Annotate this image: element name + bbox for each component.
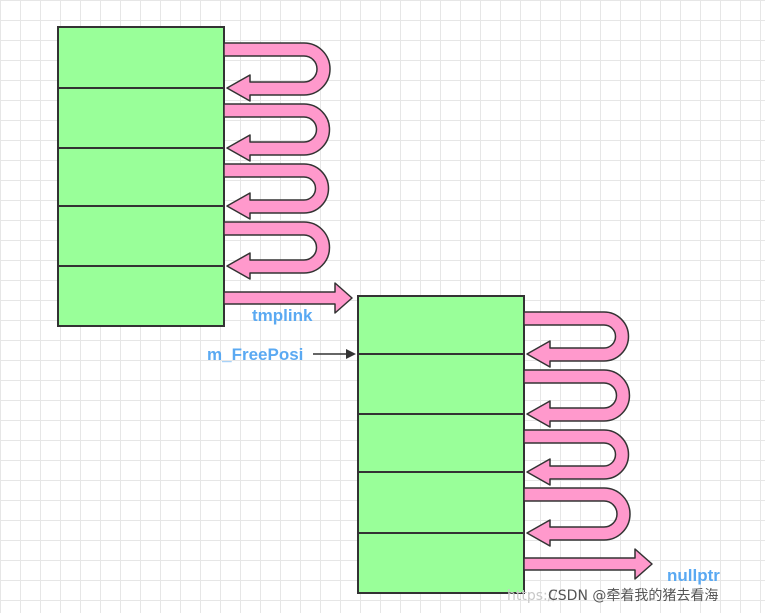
next-link-arrow bbox=[523, 429, 630, 486]
next-link-arrow bbox=[223, 42, 331, 102]
tmplink-label: tmplink bbox=[252, 306, 313, 325]
csdn-watermark: CSDN @牵着我的猪去看海 bbox=[548, 588, 718, 604]
memory-cell bbox=[357, 353, 525, 415]
memory-block-1 bbox=[57, 26, 353, 327]
memory-cell bbox=[57, 147, 225, 207]
memory-cell bbox=[357, 532, 525, 594]
memory-cell bbox=[357, 471, 525, 534]
memory-cell bbox=[57, 265, 225, 327]
nullptr-label: nullptr bbox=[667, 566, 720, 585]
next-link-arrow bbox=[523, 487, 631, 547]
free-pos-label: m_FreePosi bbox=[207, 345, 303, 364]
next-link-arrow bbox=[223, 221, 331, 280]
next-link-arrow bbox=[223, 163, 330, 220]
next-link-arrow bbox=[223, 103, 331, 162]
tmplink-arrow bbox=[223, 282, 353, 314]
next-link-arrow bbox=[523, 311, 630, 368]
memory-cell bbox=[57, 205, 225, 267]
memory-block-2 bbox=[357, 295, 653, 594]
nullptr-arrow bbox=[523, 548, 653, 580]
free-pos-pointer-arrow bbox=[313, 349, 356, 359]
next-link-arrow bbox=[523, 369, 631, 428]
memory-cell bbox=[57, 87, 225, 149]
watermark-prefix: https:// bbox=[507, 588, 557, 604]
memory-cell bbox=[57, 26, 225, 89]
memory-cell bbox=[357, 295, 525, 355]
memory-cell bbox=[357, 413, 525, 473]
